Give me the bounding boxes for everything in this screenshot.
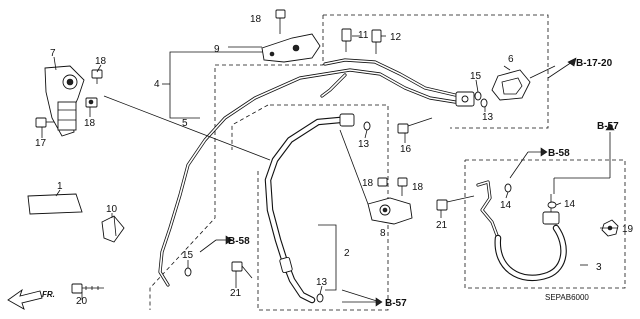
callout-10: 10 xyxy=(106,204,118,215)
callout-3: 3 xyxy=(596,262,602,273)
bracket-plate xyxy=(57,101,77,131)
callout-18: 18 xyxy=(250,14,262,25)
diagram-code: SEPAB6000 xyxy=(545,293,589,302)
clamp-10 xyxy=(101,215,125,243)
suction-hose xyxy=(264,113,355,304)
o-ring-15-top xyxy=(474,91,482,101)
pad-1 xyxy=(27,193,83,215)
pipe-bracket-9 xyxy=(261,33,321,63)
callout-9: 9 xyxy=(214,44,220,55)
front-label: FR. xyxy=(42,290,55,299)
front-arrow-icon xyxy=(7,288,43,310)
bolt-18-left-mid xyxy=(85,97,98,108)
callout-14: 14 xyxy=(500,200,512,211)
ref-label-b-57: B-57 xyxy=(385,298,407,309)
callout-1: 1 xyxy=(57,181,63,192)
bolt-17 xyxy=(35,117,54,128)
hose-fitting xyxy=(339,113,355,127)
seal-6 xyxy=(491,65,556,101)
callout-18: 18 xyxy=(95,56,107,67)
callout-13: 13 xyxy=(482,112,494,123)
callout-15: 15 xyxy=(182,250,194,261)
valve-cap-11 xyxy=(341,28,352,52)
o-ring-15-left xyxy=(184,267,192,277)
callout-18: 18 xyxy=(412,182,424,193)
bolt-20 xyxy=(71,283,104,294)
callout-13: 13 xyxy=(358,139,370,150)
callout-18: 18 xyxy=(84,118,96,129)
hose-clamp xyxy=(279,256,293,274)
callout-2: 2 xyxy=(344,248,350,259)
bracket-2 xyxy=(318,224,337,291)
callout-labels: 18 9 11 12 4 5 7 18 18 17 1 10 20 6 15 1… xyxy=(35,14,634,307)
reference-labels: B-17-20 B-57 B-58 B-58 B-57 xyxy=(228,58,619,309)
callout-19: 19 xyxy=(622,224,634,235)
front-direction-indicator: FR. xyxy=(7,288,55,310)
bracket-4-5 xyxy=(162,51,270,119)
ref-label-b-17-20: B-17-20 xyxy=(576,58,613,69)
upper-assembly-box xyxy=(149,14,549,310)
ref-label-b-58: B-58 xyxy=(228,236,250,247)
callout-6: 6 xyxy=(508,54,514,65)
callout-17: 17 xyxy=(35,138,47,149)
rear-hose xyxy=(476,180,567,282)
callout-11: 11 xyxy=(358,30,369,41)
callout-7: 7 xyxy=(50,48,56,59)
callout-21: 21 xyxy=(230,288,242,299)
callout-18: 18 xyxy=(362,178,374,189)
callout-20: 20 xyxy=(76,296,88,307)
callout-21: 21 xyxy=(436,220,448,231)
discharge-pipe xyxy=(158,58,457,287)
o-ring-13-top xyxy=(480,98,488,108)
ref-label-b-57: B-57 xyxy=(597,121,619,132)
bolt-21-mid xyxy=(231,261,253,279)
ref-arrowheads xyxy=(225,57,615,307)
callout-12: 12 xyxy=(390,32,402,43)
compressor-bracket xyxy=(44,65,85,137)
bolt-18-mid-right xyxy=(397,177,408,196)
bolt-18-top xyxy=(275,9,286,34)
callout-8: 8 xyxy=(380,228,386,239)
bolt-18-left-top xyxy=(91,69,103,84)
bracket-8 xyxy=(367,197,413,225)
o-ring-13-bottom xyxy=(316,293,324,303)
callout-14: 14 xyxy=(564,199,576,210)
o-ring-14-left xyxy=(504,183,512,193)
callout-16: 16 xyxy=(400,144,412,155)
leader-lines xyxy=(41,35,618,303)
callout-13: 13 xyxy=(316,277,328,288)
callout-15: 15 xyxy=(470,71,482,82)
ref-label-b-58: B-58 xyxy=(548,148,570,159)
bolt-18-mid-left xyxy=(377,177,388,187)
hose-block-joint xyxy=(542,211,560,225)
callout-4: 4 xyxy=(154,79,160,90)
callout-5: 5 xyxy=(182,118,188,129)
rear-hose-box xyxy=(464,159,626,289)
o-ring-13-mid xyxy=(363,121,371,131)
joint-block xyxy=(455,91,475,107)
valve-cap-12 xyxy=(371,29,382,54)
o-ring-14-right xyxy=(547,201,557,209)
bolt-16 xyxy=(397,117,433,134)
lower-assembly-box xyxy=(231,104,389,311)
bolt-21-right xyxy=(436,195,475,211)
leader-8 xyxy=(339,129,369,205)
